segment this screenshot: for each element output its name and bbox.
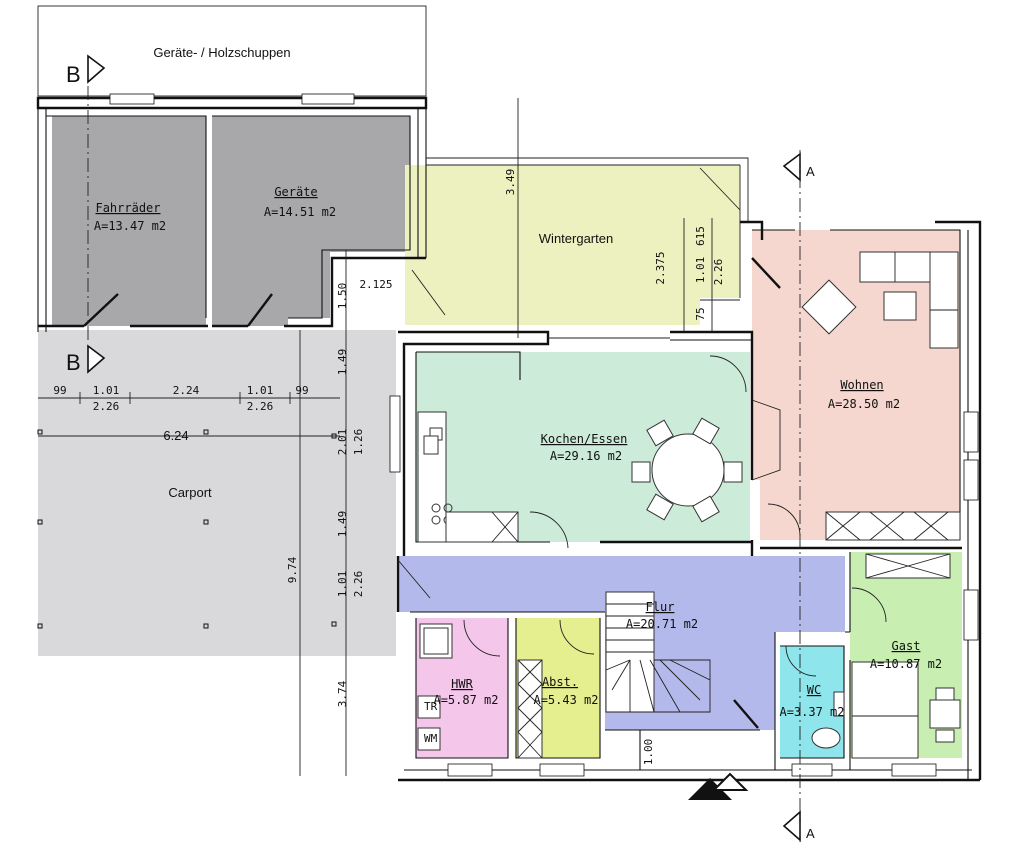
dim-126: 1.26 bbox=[352, 429, 365, 456]
room-area-flur: A=20.71 m2 bbox=[626, 617, 698, 631]
dim-226-left: 2.26 bbox=[93, 400, 120, 413]
section-a-bottom: A bbox=[806, 826, 815, 841]
house-walls bbox=[389, 220, 982, 782]
dimension-lines bbox=[37, 98, 713, 776]
room-name-hwr: HWR bbox=[451, 677, 473, 691]
wintergarten-structure bbox=[411, 157, 749, 316]
room-name-fahrraeder: Fahrräder bbox=[95, 201, 160, 215]
dim-615: 615 bbox=[694, 226, 707, 246]
dim-224: 2.24 bbox=[173, 384, 200, 397]
room-area-kochen: A=29.16 m2 bbox=[550, 449, 622, 463]
shed-structure bbox=[36, 5, 428, 332]
room-area-wohnen: A=28.50 m2 bbox=[828, 397, 900, 411]
dim-2125: 2.125 bbox=[359, 278, 392, 291]
staircase bbox=[605, 591, 711, 713]
section-markers bbox=[87, 54, 801, 846]
dim-226-lower: 2.26 bbox=[352, 571, 365, 598]
dim-201: 2.01 bbox=[336, 429, 349, 456]
wintergarten-fill bbox=[405, 165, 740, 325]
dim-100: 1.00 bbox=[642, 739, 655, 766]
room-name-wohnen: Wohnen bbox=[840, 378, 883, 392]
carport-label: Carport bbox=[168, 485, 212, 500]
dim-99-left: 99 bbox=[53, 384, 66, 397]
shed-title: Geräte- / Holzschuppen bbox=[153, 45, 290, 60]
dim-75: 75 bbox=[694, 307, 707, 320]
dim-974: 9.74 bbox=[286, 556, 299, 583]
room-area-hwr: A=5.87 m2 bbox=[433, 693, 498, 707]
storage-geraete-fill bbox=[212, 116, 410, 326]
dim-101-right: 1.01 bbox=[247, 384, 274, 397]
room-area-gast: A=10.87 m2 bbox=[870, 657, 942, 671]
dim-101-wg: 1.01 bbox=[694, 257, 707, 284]
carport-area bbox=[38, 330, 396, 656]
dim-101-left: 1.01 bbox=[93, 384, 120, 397]
section-a-top: A bbox=[806, 164, 815, 179]
dim-226-right: 2.26 bbox=[247, 400, 274, 413]
dim-101-lower: 1.01 bbox=[336, 571, 349, 598]
room-name-wc: WC bbox=[807, 683, 821, 697]
dim-349: 3.49 bbox=[504, 169, 517, 196]
dim-226-wg: 2.26 bbox=[712, 259, 725, 286]
dim-149-bottom: 1.49 bbox=[336, 511, 349, 538]
dim-99-right: 99 bbox=[295, 384, 308, 397]
room-name-geraete: Geräte bbox=[274, 185, 317, 199]
dim-2375: 2.375 bbox=[654, 251, 667, 284]
room-area-abst: A=5.43 m2 bbox=[533, 693, 598, 707]
dim-374: 3.74 bbox=[336, 680, 349, 707]
appliance-wm: WM bbox=[424, 732, 438, 745]
room-name-kochen: Kochen/Essen bbox=[541, 432, 628, 446]
room-area-wc: A=3.37 m2 bbox=[779, 705, 844, 719]
room-name-abst: Abst. bbox=[542, 675, 578, 689]
room-area-geraete: A=14.51 m2 bbox=[264, 205, 336, 219]
north-arrow bbox=[688, 772, 749, 800]
furniture bbox=[417, 251, 961, 759]
wintergarten-label: Wintergarten bbox=[539, 231, 613, 246]
room-name-gast: Gast bbox=[892, 639, 921, 653]
room-name-flur: Flur bbox=[646, 600, 675, 614]
dim-624: 6.24 bbox=[163, 428, 188, 443]
section-b-bottom: B bbox=[66, 350, 81, 375]
room-area-fahrraeder: A=13.47 m2 bbox=[94, 219, 166, 233]
dim-149-top: 1.49 bbox=[336, 349, 349, 376]
section-b-top: B bbox=[66, 62, 81, 87]
storage-fahrraeder-fill bbox=[52, 116, 206, 326]
dim-150: 1.50 bbox=[336, 283, 349, 310]
appliance-tr: TR bbox=[424, 700, 438, 713]
